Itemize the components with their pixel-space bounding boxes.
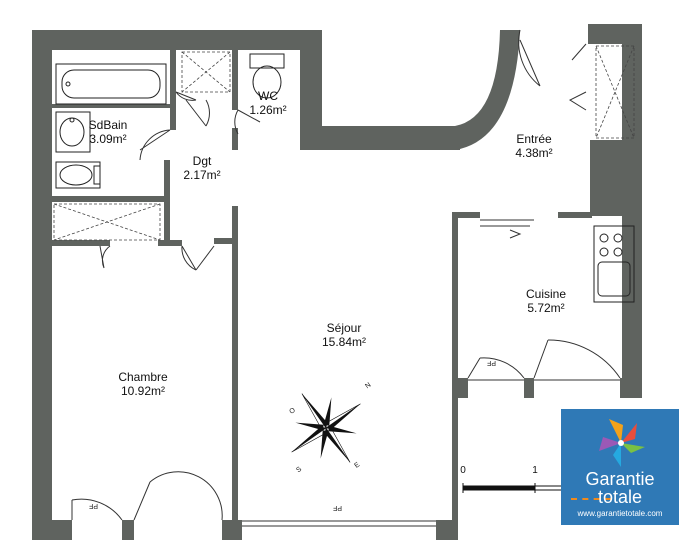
pf-marks: PF PF PF: [89, 359, 496, 511]
room-area-chambre: 10.92m²: [121, 384, 165, 398]
compass-letters: N E S O: [288, 382, 372, 475]
kitchen-unit: [593, 225, 635, 303]
compass-south: S: [295, 466, 303, 475]
room-name-dgt: Dgt: [193, 154, 212, 168]
doors: [71, 29, 621, 527]
room-area-entree: 4.38m²: [515, 146, 552, 160]
closets: [53, 45, 635, 241]
room-name-sdbain: SdBain: [89, 118, 128, 132]
room-area-wc: 1.26m²: [249, 103, 286, 117]
badge-line2: totale: [597, 487, 643, 507]
compass-rose: [291, 393, 361, 463]
room-name-wc: WC: [258, 89, 278, 103]
badge-line1: Garantie: [585, 469, 655, 489]
pinwheel-logo: [599, 419, 645, 467]
exterior-walls: [32, 24, 642, 540]
pf-mark-cuisine: PF: [487, 359, 496, 366]
room-area-sejour: 15.84m²: [322, 335, 366, 349]
room-name-entree: Entrée: [516, 132, 552, 146]
garantie-totale-badge: Garantie totale www.garantietotale.com: [561, 409, 679, 525]
scale-label-1: 1: [532, 465, 538, 476]
room-name-sejour: Séjour: [327, 321, 362, 335]
compass-north: N: [364, 382, 372, 391]
compass-west: O: [288, 407, 297, 416]
room-area-cuisine: 5.72m²: [527, 301, 564, 315]
badge-dash: [571, 498, 611, 500]
bathtub: [55, 63, 167, 105]
pf-mark-chambre: PF: [89, 502, 98, 509]
room-area-dgt: 2.17m²: [183, 168, 220, 182]
room-name-cuisine: Cuisine: [526, 287, 566, 301]
room-name-chambre: Chambre: [118, 370, 168, 384]
compass-east: E: [353, 461, 361, 470]
interior-walls: [52, 50, 592, 540]
room-labels: SdBain 3.09m² WC 1.26m² Dgt 2.17m² Entré…: [89, 89, 567, 398]
pf-mark-sejour: PF: [333, 504, 342, 511]
toilet: [249, 53, 285, 99]
scale-label-0: 0: [460, 465, 466, 476]
badge-url[interactable]: www.garantietotale.com: [577, 509, 663, 518]
sink: [55, 111, 91, 153]
bidet: [55, 161, 101, 189]
room-area-sdbain: 3.09m²: [89, 132, 126, 146]
